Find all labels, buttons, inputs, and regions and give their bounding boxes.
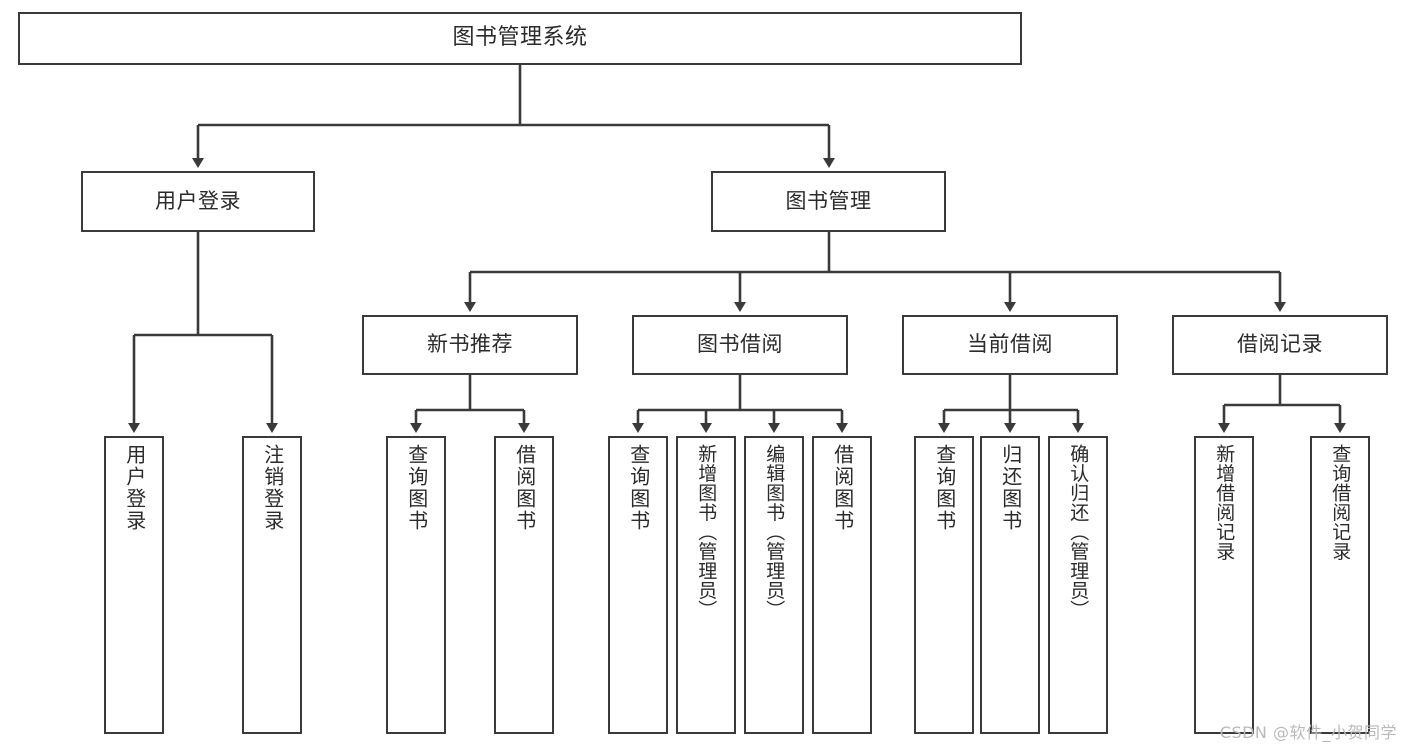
leaf-confirm-return-admin[interactable]: 确认归还（管理员） xyxy=(1048,436,1108,734)
node-label: 借阅图书 xyxy=(512,444,537,532)
node-label: 新书推荐 xyxy=(427,332,513,357)
node-label: 新增图书（管理员） xyxy=(695,444,718,620)
node-label: 新增借阅记录 xyxy=(1213,444,1236,561)
leaf-query-books-current[interactable]: 查询图书 xyxy=(914,436,974,734)
node-new-book-recommendation[interactable]: 新书推荐 xyxy=(362,315,578,375)
leaf-add-borrow-record[interactable]: 新增借阅记录 xyxy=(1194,436,1254,734)
node-label: 归还图书 xyxy=(998,444,1023,532)
node-label: 当前借阅 xyxy=(967,332,1053,357)
leaf-add-book-admin[interactable]: 新增图书（管理员） xyxy=(676,436,736,734)
node-label: 查询图书 xyxy=(626,444,651,532)
leaf-query-books-borrow[interactable]: 查询图书 xyxy=(608,436,668,734)
leaf-logout[interactable]: 注销登录 xyxy=(242,436,302,734)
node-label: 用户登录 xyxy=(122,444,147,532)
node-book-management-system[interactable]: 图书管理系统 xyxy=(18,12,1022,65)
node-book-borrowing[interactable]: 图书借阅 xyxy=(632,315,848,375)
node-label: 编辑图书（管理员） xyxy=(763,444,786,620)
node-label: 查询图书 xyxy=(932,444,957,532)
node-label: 图书管理系统 xyxy=(452,25,588,51)
node-label: 用户登录 xyxy=(155,188,241,213)
node-label: 图书管理 xyxy=(785,188,872,213)
leaf-edit-book-admin[interactable]: 编辑图书（管理员） xyxy=(744,436,804,734)
csdn-watermark: CSDN @软件_小贺同学 xyxy=(1219,723,1397,742)
node-user-login[interactable]: 用户登录 xyxy=(81,171,315,232)
leaf-query-books-recommend[interactable]: 查询图书 xyxy=(386,436,446,734)
node-borrowing-record[interactable]: 借阅记录 xyxy=(1172,315,1388,375)
node-current-borrowing[interactable]: 当前借阅 xyxy=(902,315,1118,375)
node-label: 查询借阅记录 xyxy=(1329,444,1352,561)
node-label: 图书借阅 xyxy=(697,332,783,357)
leaf-user-login[interactable]: 用户登录 xyxy=(104,436,164,734)
node-book-management[interactable]: 图书管理 xyxy=(711,171,946,232)
leaf-return-books[interactable]: 归还图书 xyxy=(980,436,1040,734)
node-label: 借阅记录 xyxy=(1237,332,1323,357)
leaf-borrow-books-recommend[interactable]: 借阅图书 xyxy=(494,436,554,734)
leaf-query-borrow-record[interactable]: 查询借阅记录 xyxy=(1310,436,1370,734)
node-label: 注销登录 xyxy=(260,444,285,532)
node-label: 借阅图书 xyxy=(830,444,855,532)
leaf-borrow-books[interactable]: 借阅图书 xyxy=(812,436,872,734)
node-label: 查询图书 xyxy=(404,444,429,532)
node-label: 确认归还（管理员） xyxy=(1067,444,1090,620)
